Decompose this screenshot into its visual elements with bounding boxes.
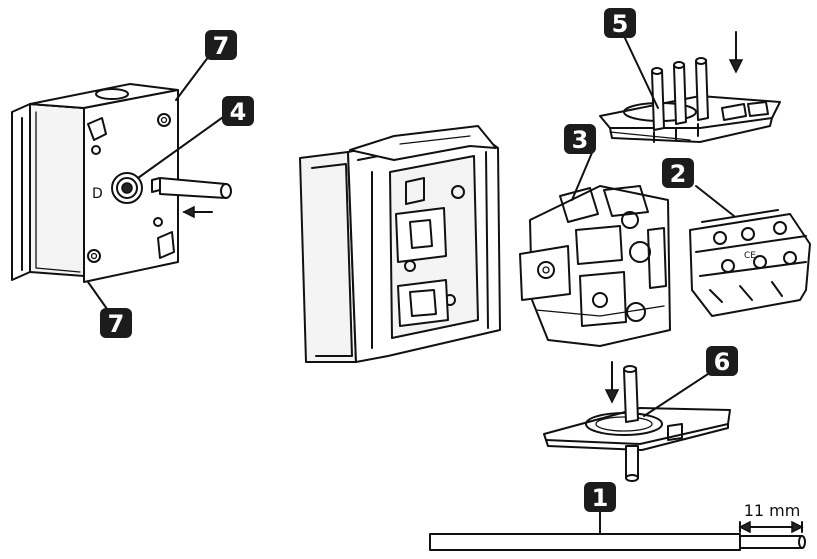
callout-5: 5 xyxy=(604,8,636,38)
callout-5-leader xyxy=(623,35,659,109)
strip-length-label: 11 mm xyxy=(744,501,801,520)
socket-mechanism xyxy=(519,185,671,347)
svg-text:7: 7 xyxy=(213,32,230,60)
callout-6-leader xyxy=(643,373,709,417)
terminal-block: CE xyxy=(689,209,811,317)
callout-4-leader xyxy=(137,114,227,179)
callout-1: 1 xyxy=(584,482,616,512)
callout-2: 2 xyxy=(662,158,694,188)
top-cover-plate xyxy=(599,57,781,143)
svg-text:5: 5 xyxy=(612,10,629,38)
svg-text:D: D xyxy=(92,186,103,202)
surface-mount-box: D xyxy=(11,83,232,283)
insertion-arrow-bottom xyxy=(604,361,620,404)
svg-text:4: 4 xyxy=(230,98,247,126)
cable-stripped xyxy=(429,533,806,551)
bottom-cover-plate xyxy=(543,365,731,482)
callout-6: 6 xyxy=(706,346,738,376)
callout-7-bottom: 7 xyxy=(100,308,132,338)
callout-4: 4 xyxy=(222,96,254,126)
callout-3-leader xyxy=(571,147,595,201)
callout-7-top-leader xyxy=(175,51,213,101)
svg-text:3: 3 xyxy=(572,126,589,154)
svg-text:2: 2 xyxy=(670,160,687,188)
strip-length-dimension: 11 mm xyxy=(738,501,804,534)
svg-text:7: 7 xyxy=(108,310,125,338)
svg-text:1: 1 xyxy=(592,484,609,512)
svg-text:CE: CE xyxy=(744,251,756,261)
insertion-arrow-top xyxy=(728,31,744,74)
switch-housing xyxy=(299,125,501,363)
svg-text:6: 6 xyxy=(714,348,731,376)
callout-2-leader xyxy=(695,185,735,217)
callout-7-top: 7 xyxy=(205,30,237,60)
callout-3: 3 xyxy=(564,124,596,154)
